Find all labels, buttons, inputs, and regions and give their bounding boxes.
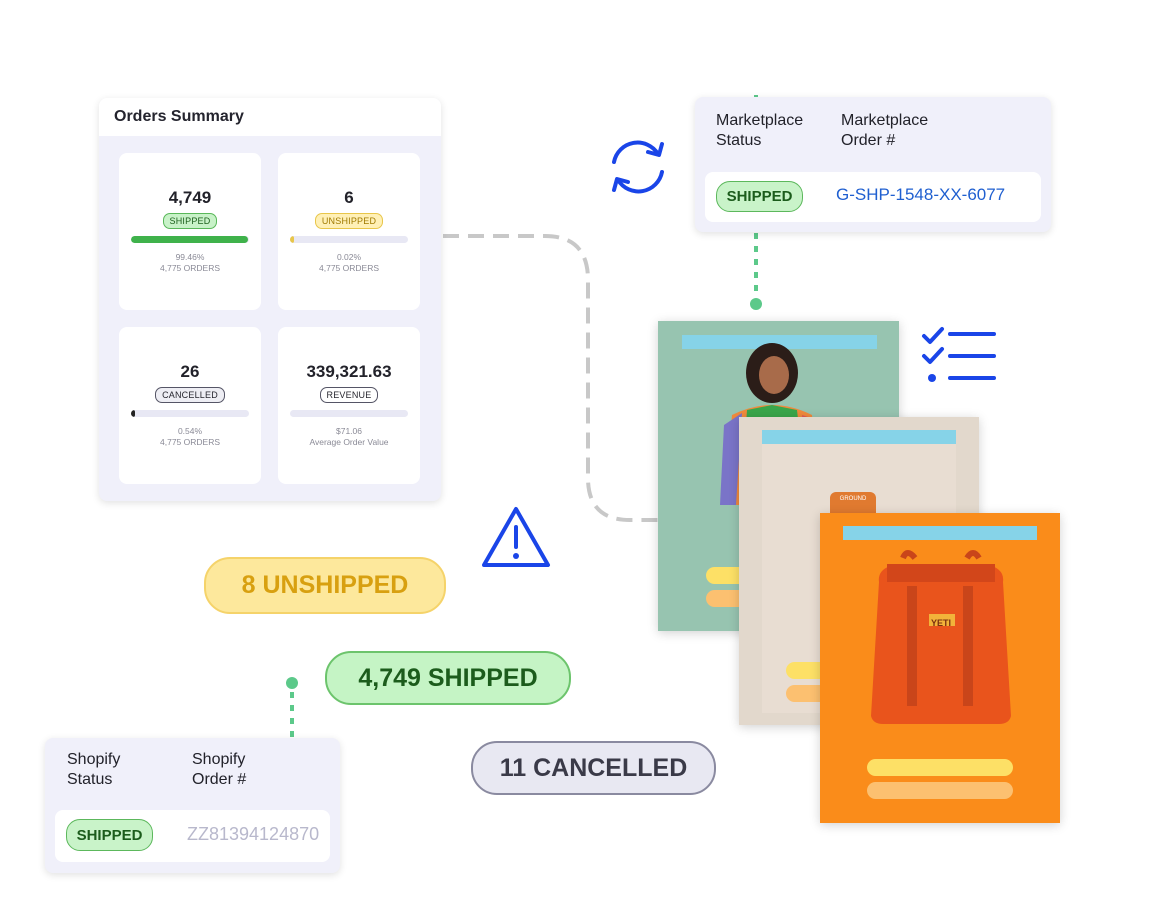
backpack-brand-label: YETI xyxy=(931,618,952,628)
average-order-value-label: Average Order Value xyxy=(309,437,389,447)
orders-summary-card: Orders Summary 4,749 SHIPPED 99.46% 4,77… xyxy=(99,98,441,501)
revenue-tile[interactable]: 339,321.63 REVENUE $71.06 Average Order … xyxy=(278,327,420,484)
cancelled-badge[interactable]: 11 CANCELLED xyxy=(471,741,716,795)
unshipped-label: UNSHIPPED xyxy=(314,213,384,229)
shipped-percent: 99.46% xyxy=(175,252,205,262)
shipped-tile[interactable]: 4,749 SHIPPED 99.46% 4,775 ORDERS xyxy=(119,153,261,310)
orders-summary-title: Orders Summary xyxy=(99,98,441,136)
shipped-count: 4,749 xyxy=(168,188,212,207)
revenue-label: REVENUE xyxy=(319,387,379,403)
shopify-status-badge: SHIPPED xyxy=(66,819,153,851)
cancelled-progress-bar xyxy=(131,410,249,417)
shipped-badge[interactable]: 4,749 SHIPPED xyxy=(325,651,571,705)
unshipped-percent: 0.02% xyxy=(336,252,362,262)
shipped-orders: 4,775 ORDERS xyxy=(160,263,220,273)
shipped-label: SHIPPED xyxy=(162,213,218,229)
product-card-backpack[interactable]: YETI xyxy=(820,513,1060,823)
shipped-progress-bar xyxy=(131,236,249,243)
backpack-photo xyxy=(871,550,1011,724)
warning-icon xyxy=(482,507,550,567)
marketplace-order-row[interactable]: SHIPPED G-SHP-1548-XX-6077 xyxy=(705,172,1041,222)
unshipped-progress-bar xyxy=(290,236,408,243)
cancelled-count: 26 xyxy=(180,362,200,381)
cancelled-percent: 0.54% xyxy=(177,426,203,436)
unshipped-badge[interactable]: 8 UNSHIPPED xyxy=(204,557,446,614)
sync-icon xyxy=(612,140,664,194)
shopify-order-number[interactable]: ZZ81394124870 xyxy=(187,824,320,844)
revenue-progress-bar xyxy=(290,410,408,417)
average-order-value: $71.06 xyxy=(336,426,362,436)
checklist-icon xyxy=(922,327,996,382)
shopify-order-row[interactable]: SHIPPED ZZ81394124870 xyxy=(55,810,330,862)
revenue-amount: 339,321.63 xyxy=(306,362,392,381)
unshipped-orders: 4,775 ORDERS xyxy=(319,263,379,273)
marketplace-order-number[interactable]: G-SHP-1548-XX-6077 xyxy=(836,185,1006,204)
cancelled-label: CANCELLED xyxy=(155,387,225,403)
unshipped-count: 6 xyxy=(344,188,354,207)
cancelled-orders: 4,775 ORDERS xyxy=(160,437,220,447)
marketplace-status-badge: SHIPPED xyxy=(716,181,803,212)
cancelled-tile[interactable]: 26 CANCELLED 0.54% 4,775 ORDERS xyxy=(119,327,261,484)
unshipped-tile[interactable]: 6 UNSHIPPED 0.02% 4,775 ORDERS xyxy=(278,153,420,310)
